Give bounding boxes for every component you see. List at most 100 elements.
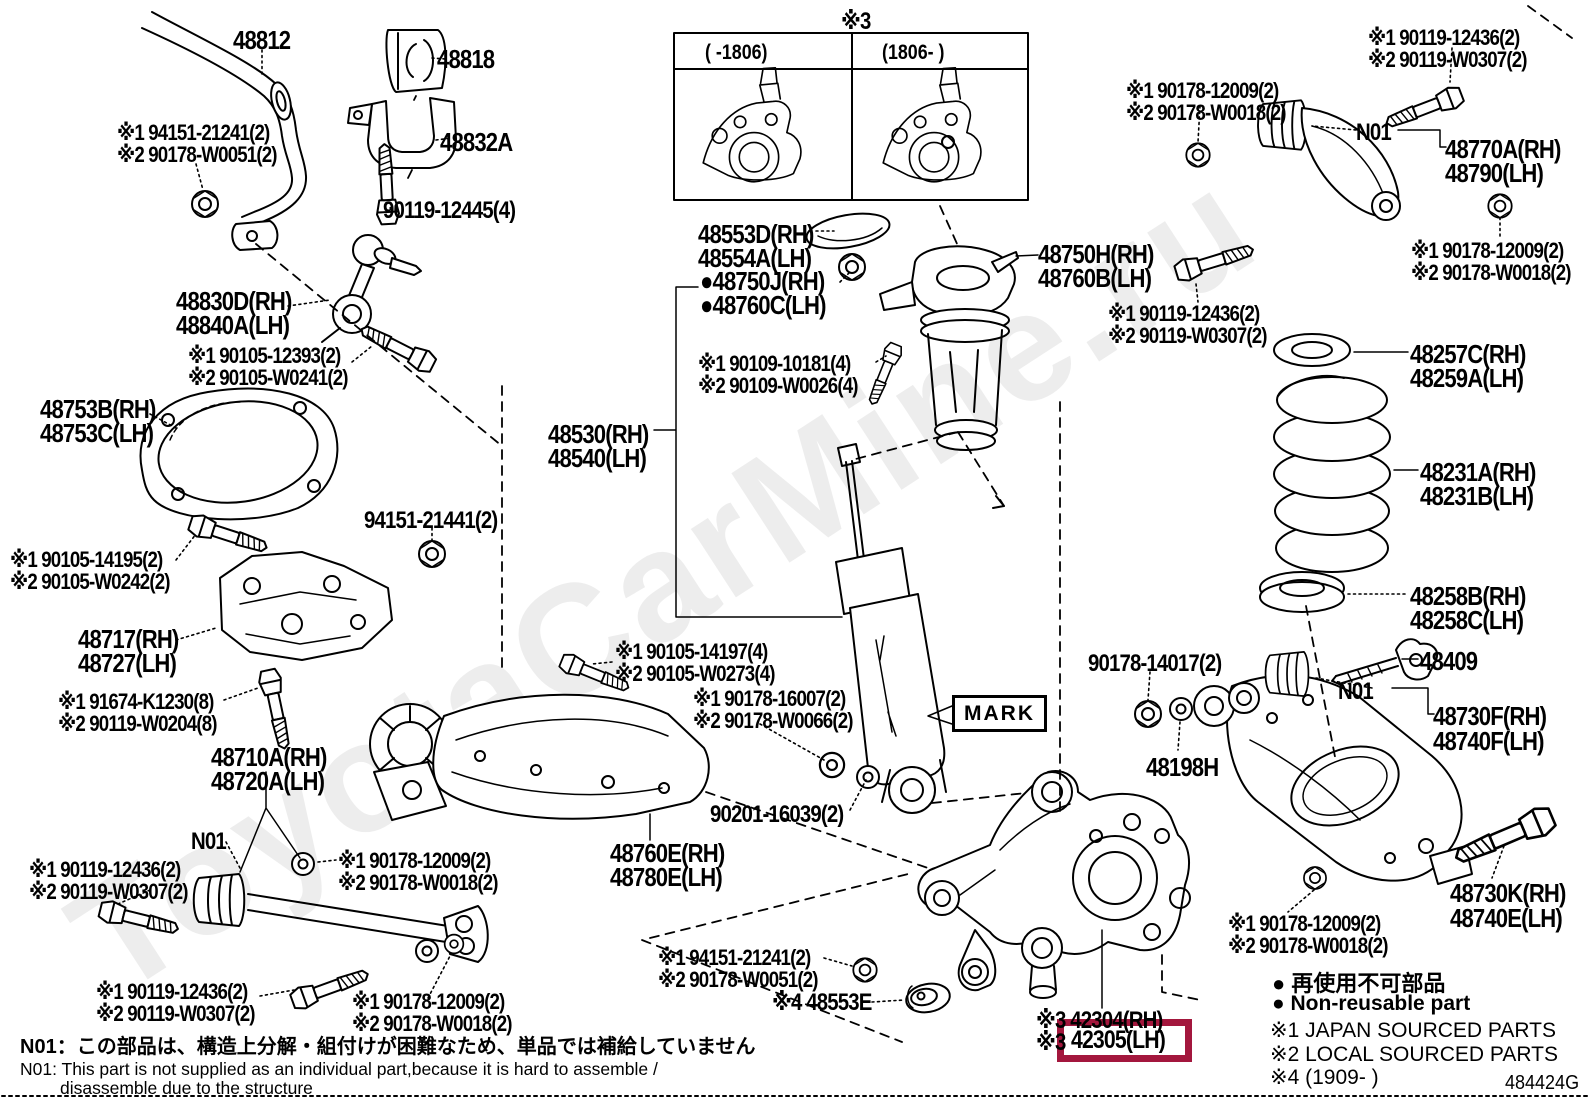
figure-code: 484424G [1505,1072,1580,1094]
label-48780e: 48780E(LH) [610,862,723,892]
legend-japan-sourced: ※1 JAPAN SOURCED PARTS [1270,1019,1556,1042]
label-48760c: ●48760C(LH) [700,290,826,320]
label-n01-lower-arm: N01 [1338,678,1374,705]
label-48553d: 48553D(RH) [698,219,814,249]
label-90119-w0204: ※2 90119-W0204(8) [58,711,217,736]
legend-nonreusable-en: ● Non-reusable part [1272,992,1471,1015]
label-48720a: 48720A(LH) [211,766,325,796]
label-48257c: 48257C(RH) [1410,339,1526,369]
bolt-90119-12436-topright [1381,83,1467,135]
note-en-line2: disassemble due to the structure [60,1078,313,1098]
label-90178-w0018-d: ※2 90178-W0018(2) [1411,260,1572,285]
nut-48750j [838,253,866,281]
leader-brackets [239,129,1447,1009]
label-90119-12436-a: ※1 90119-12436(2) [29,857,181,882]
trailing-arm-48760e [369,693,710,821]
label-90178-w0051: ※2 90178-W0051(2) [117,142,278,167]
label-90105-12393: ※1 90105-12393(2) [188,343,341,368]
label-90178-12009-a: ※1 90178-12009(2) [338,848,491,873]
label-48753c: 48753C(LH) [40,418,154,448]
label-48730k: 48730K(RH) [1450,878,1566,908]
member-cover-48753b [139,387,339,521]
nut-94151-21441 [418,540,446,568]
label-90201-16039: 90201-16039(2) [710,801,844,828]
label-48530: 48530(RH) [548,419,649,449]
label-48259a: 48259A(LH) [1410,363,1524,393]
label-90119-12436-c: ※1 90119-12436(2) [1108,301,1260,326]
label-48730f: 48730F(RH) [1433,701,1547,731]
label-48258b: 48258B(RH) [1410,581,1526,611]
label-90178-16007: ※1 90178-16007(2) [693,686,846,711]
stabilizer-link-48830d [321,234,422,343]
label-90178-w0051-b: ※2 90178-W0051(2) [658,967,819,992]
nut-90178-12009-topleft [1185,142,1211,168]
label-90178-w0018-e: ※2 90178-W0018(2) [1228,933,1389,958]
cap-48553d [805,212,891,250]
label-94151-21241-b: ※1 94151-21241(2) [658,945,811,970]
label-90119-w0307-d: ※2 90119-W0307(2) [1368,47,1527,72]
label-48554a: 48554A(LH) [698,243,812,273]
label-48750h: 48750H(RH) [1038,239,1154,269]
mark-callout: MARK [952,695,1047,732]
construction-lines [255,5,1573,1043]
label-90178-12009-b: ※1 90178-12009(2) [352,989,505,1014]
legend-local-sourced: ※2 LOCAL SOURCED PARTS [1270,1043,1558,1066]
note-jp: N01：この部品は、構造上分解・組付けが困難なため、単品では補給していません [20,1036,756,1058]
label-42305: 42305(LH) [1071,1026,1166,1054]
label-48753b: 48753B(RH) [40,394,156,424]
lower-arm-48730f [1193,674,1473,885]
bolt-48730k [1449,802,1559,873]
label-90119-w0307-b: ※2 90119-W0307(2) [96,1001,255,1026]
bolt-90119-12436-mid [1172,238,1258,285]
bolt-90105-12393 [355,318,439,377]
stabilizer-bar [141,11,308,251]
label-table-marker: ※3 [841,8,871,35]
label-90119-w0307-c: ※2 90119-W0307(2) [1108,323,1267,348]
legend-date-range: ※4 (1909- ) [1270,1066,1379,1089]
label-48818: 48818 [437,44,495,74]
label-48717: 48717(RH) [78,624,179,654]
nut-90178-12009-right [1487,193,1513,219]
label-90178-14017: 90178-14017(2) [1088,650,1222,677]
support-48750h [879,245,1019,451]
nut-94151-21241-bottom [852,957,878,983]
label-48830d: 48830D(RH) [176,286,292,316]
label-48750j: ●48750J(RH) [700,266,825,296]
label-90178-12009-e: ※1 90178-12009(2) [1228,911,1381,936]
label-94151-21441: 94151-21441(2) [364,507,498,534]
table-header-left: ( -1806) [705,41,768,64]
leader-lines [117,47,1505,1003]
label-90178-w0018-b: ※2 90178-W0018(2) [352,1011,513,1036]
label-90178-w0066: ※2 90178-W0066(2) [693,708,854,733]
spring-lower-seat-48258b [1259,571,1345,613]
label-42304: ※3 42304(RH) [1036,1007,1163,1034]
label-48760b: 48760B(LH) [1038,263,1152,293]
bolt-91674-k1230 [256,666,297,752]
axle-carrier-42304 [917,770,1191,999]
nut-90178-12009-bottom [1303,866,1327,890]
highlight-box-42305: 42305(LH) [1057,1019,1192,1062]
label-90105-w0242: ※2 90105-W0242(2) [10,569,171,594]
label-48540: 48540(LH) [548,443,647,473]
label-48760e: 48760E(RH) [610,838,725,868]
cushion-48553e [905,982,951,1014]
label-91674-k1230: ※1 91674-K1230(8) [58,689,214,714]
spring-upper-seat-48257c [1273,333,1351,367]
arrowhead [992,495,1005,509]
label-90109-10181: ※1 90109-10181(4) [698,351,851,376]
label-90178-12009-d: ※1 90178-12009(2) [1411,238,1564,263]
label-90105-14197: ※1 90105-14197(4) [615,639,768,664]
note-en-line1: N01: This part is not supplied as an ind… [20,1059,658,1079]
label-90119-12436-d: ※1 90119-12436(2) [1368,25,1520,50]
label-n01-arm: N01 [191,828,227,855]
upper-arm-48770a [1257,99,1401,221]
label-90105-14195: ※1 90105-14195(2) [10,547,163,572]
bolt-90109-10181 [863,340,905,409]
label-n01-upper-arm: N01 [1356,119,1392,146]
variant-table-frame [673,32,1029,201]
label-42305-marker: ※3 [1036,1029,1066,1056]
coil-spring-48231a [1273,375,1391,573]
label-48231a: 48231A(RH) [1420,457,1536,487]
